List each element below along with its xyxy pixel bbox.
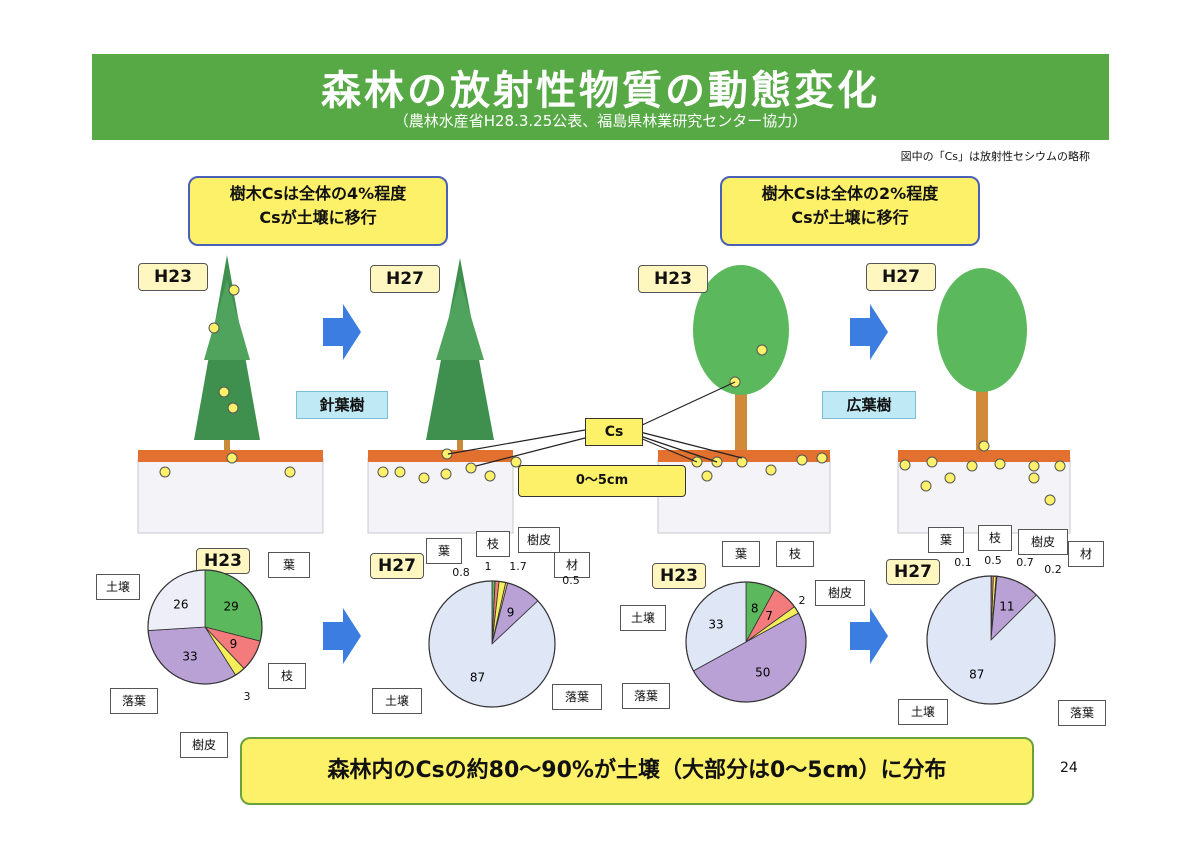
cs-pointer-lines xyxy=(447,381,743,467)
pie3-bark-label: 樹皮 xyxy=(815,580,865,606)
page-number: 24 xyxy=(1060,760,1078,776)
conifer-callout: 樹木Csは全体の4%程度 Csが土壌に移行 xyxy=(188,176,448,246)
pie1-litter-label: 落葉 xyxy=(110,688,158,714)
arrow-right-icon xyxy=(323,304,361,360)
pie2-branch-value: 1 xyxy=(484,560,492,573)
pie4-branch-label: 枝 xyxy=(978,525,1012,551)
pie2-branch-label: 枝 xyxy=(476,531,510,557)
pie2-soil-label: 土壌 xyxy=(372,688,422,714)
pie4-title: H27 xyxy=(886,559,940,585)
soil-block-conifer-h27 xyxy=(367,457,514,534)
pie4-branch-value: 0.5 xyxy=(984,554,1002,567)
pie2-bark-label: 樹皮 xyxy=(518,527,560,553)
broadleaf-h27-label: H27 xyxy=(866,263,936,291)
pie1-value-label-1: 9 xyxy=(230,637,238,651)
pie3-value-label-3: 50 xyxy=(755,665,770,679)
pie2-leaf-label: 葉 xyxy=(426,538,462,564)
pie1-branch-label: 枝 xyxy=(268,663,306,689)
pie3-bark-value: 2 xyxy=(798,594,806,607)
depth-label: 0～5cm xyxy=(518,465,686,497)
pie1-outline xyxy=(147,569,263,685)
pie2-leaf-value: 0.8 xyxy=(452,566,470,579)
broadleaf-callout-line2: Csが土壌に移行 xyxy=(791,208,909,227)
pie4-soil-label: 土壌 xyxy=(898,699,948,725)
pie4-leaf-value: 0.1 xyxy=(954,556,972,569)
arrow-right-icon xyxy=(323,608,361,664)
cs-label: Cs xyxy=(585,418,643,446)
conifer-h27-label: H27 xyxy=(370,265,440,293)
pie2-value-label-5: 87 xyxy=(470,671,485,685)
pie2-litter-label: 落葉 xyxy=(552,684,602,710)
soil-block-broadleaf-h27 xyxy=(897,457,1071,534)
abbreviation-note: 図中の「Cs」は放射性セシウムの略称 xyxy=(900,150,1090,163)
pie3-branch-label: 枝 xyxy=(776,541,814,567)
pie1-value-label-0: 29 xyxy=(223,600,238,614)
arrow-right-icon xyxy=(850,608,888,664)
summary-banner: 森林内のCsの約80～90%が土壌（大部分は0～5cm）に分布 xyxy=(240,737,1034,805)
pie4-value-label-4: 11 xyxy=(999,599,1014,613)
conifer-tree-h23 xyxy=(194,255,260,450)
tree-illustration xyxy=(137,255,1071,534)
pie3-leaf-label: 葉 xyxy=(722,541,760,567)
pie4-litter-label: 落葉 xyxy=(1058,700,1106,726)
broadleaf-tree-h27 xyxy=(937,268,1027,450)
pie4-wood-value: 0.2 xyxy=(1044,563,1062,576)
page-subtitle: （農林水産省H28.3.25公表、福島県林業研究センター協力） xyxy=(393,112,808,130)
pie4-bark-label: 樹皮 xyxy=(1018,529,1068,555)
pie1-soil-label: 土壌 xyxy=(96,574,140,600)
pie3-value-label-4: 33 xyxy=(708,617,723,631)
broadleaf-tree-h23 xyxy=(693,265,789,450)
pie4-outline xyxy=(926,575,1056,705)
litter-layer-broadleaf-h27 xyxy=(898,450,1070,462)
conifer-label: 針葉樹 xyxy=(296,391,388,419)
pie2-wood-label: 材 xyxy=(554,552,590,578)
pie4-bark-value: 0.7 xyxy=(1016,556,1034,569)
broadleaf-label: 広葉樹 xyxy=(822,391,916,419)
pie2-outline xyxy=(428,580,556,708)
pie1-leaf-label: 葉 xyxy=(268,552,310,578)
conifer-tree-h27 xyxy=(426,258,494,450)
page-title: 森林の放射性物質の動態変化 xyxy=(321,68,880,114)
pie3-outline xyxy=(685,581,807,703)
conifer-callout-line1: 樹木Csは全体の4%程度 xyxy=(229,184,407,203)
pie4-value-label-5: 87 xyxy=(969,667,984,681)
pie1-value-label-4: 26 xyxy=(173,597,188,611)
pie3-value-label-0: 8 xyxy=(751,601,759,615)
title-banner xyxy=(92,54,1109,140)
pie2-title: H27 xyxy=(370,553,424,579)
pie2-wood-value: 0.5 xyxy=(562,574,580,587)
pie4-leaf-label: 葉 xyxy=(928,527,964,553)
pie3-title: H23 xyxy=(652,563,706,589)
broadleaf-callout: 樹木Csは全体の2%程度 Csが土壌に移行 xyxy=(720,176,980,246)
pie2-value-label-4: 9 xyxy=(507,606,515,620)
arrow-right-icon xyxy=(850,304,888,360)
litter-layer-conifer-h27 xyxy=(368,450,513,462)
pie3-litter-label: 落葉 xyxy=(622,683,670,709)
pie4-wood-label: 材 xyxy=(1068,541,1104,567)
cs-particles xyxy=(159,284,1066,506)
pie1-bark-label: 樹皮 xyxy=(180,732,228,758)
pie1-value-label-3: 33 xyxy=(182,649,197,663)
broadleaf-callout-line1: 樹木Csは全体の2%程度 xyxy=(761,184,939,203)
pie4-slice-5 xyxy=(926,575,1056,705)
pie2-bark-value: 1.7 xyxy=(509,560,527,573)
pie1-bark-value: 3 xyxy=(243,690,251,703)
conifer-h23-label: H23 xyxy=(138,263,208,291)
pie3-value-label-1: 7 xyxy=(765,609,773,623)
conifer-callout-line2: Csが土壌に移行 xyxy=(259,208,377,227)
pie3-soil-label: 土壌 xyxy=(620,605,666,631)
broadleaf-h23-label: H23 xyxy=(638,265,708,293)
